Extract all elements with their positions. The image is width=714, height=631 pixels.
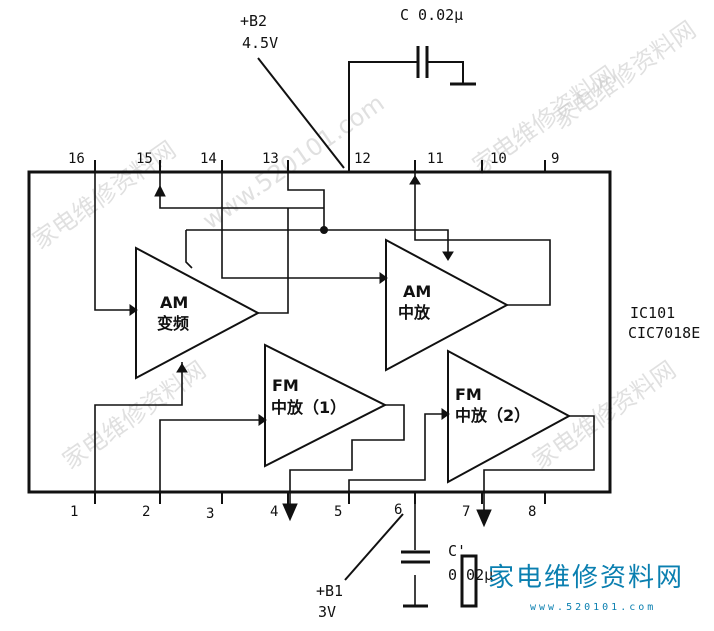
am-mixer-block	[135, 246, 261, 380]
fm-if1-block	[264, 343, 388, 468]
b1-label: +B1	[316, 582, 343, 600]
pin-label-9: 9	[551, 151, 559, 167]
pin-label-1: 1	[70, 504, 78, 520]
logo-mark-icon	[460, 554, 478, 608]
cap-top-label: C 0.02μ	[400, 6, 463, 24]
capacitor-c	[348, 46, 476, 160]
site-logo: 家电维修资料网 www.520101.com	[460, 554, 684, 613]
pin-label-10: 10	[490, 151, 507, 167]
fm-if1-line2: 中放（1）	[271, 398, 346, 417]
b2-lead	[257, 57, 345, 169]
logo-text: 家电维修资料网	[488, 563, 684, 593]
watermark-text: 家电维修资料网	[547, 16, 701, 135]
arrowheads	[129, 175, 492, 528]
ic-body	[27, 170, 612, 494]
b1-voltage: 3V	[318, 603, 336, 621]
top-pins	[94, 160, 546, 172]
am-if-line2: 中放	[398, 303, 431, 322]
pin-label-3: 3	[206, 506, 214, 522]
fm-if2-line2: 中放（2）	[455, 406, 530, 425]
ic-part: CIC7018E	[628, 324, 700, 342]
cap-bottom-value: 0.02μ	[448, 566, 493, 584]
pin-label-7: 7	[462, 504, 470, 520]
pin-label-2: 2	[142, 504, 150, 520]
ic-name: IC101	[630, 304, 675, 322]
am-mixer-line1: AM	[160, 293, 188, 312]
logo-url: www.520101.com	[530, 602, 656, 613]
pin-label-15: 15	[136, 151, 153, 167]
b2-label: +B2	[240, 12, 267, 30]
fm-if1-line1: FM	[272, 376, 299, 395]
pin-label-13: 13	[262, 151, 279, 167]
am-if-line1: AM	[403, 282, 431, 301]
junction-dot	[320, 226, 328, 234]
am-if-block	[385, 238, 510, 372]
b2-voltage: 4.5V	[242, 34, 278, 52]
am-mixer-line2: 变频	[157, 314, 189, 333]
watermark-text: 家电维修资料网	[57, 356, 211, 475]
fm-if2-line1: FM	[455, 385, 482, 404]
bottom-pins	[94, 492, 546, 504]
pin-label-6: 6	[394, 502, 402, 518]
pin-label-5: 5	[334, 504, 342, 520]
capacitor-c-prime	[401, 550, 430, 608]
pin-label-11: 11	[427, 151, 444, 167]
fm-if2-block	[447, 349, 572, 484]
wiring	[94, 172, 595, 606]
pin-label-4: 4	[270, 504, 278, 520]
b1-lead	[344, 513, 404, 581]
pin-label-16: 16	[68, 151, 85, 167]
pin-label-12: 12	[354, 151, 371, 167]
pin-label-14: 14	[200, 151, 217, 167]
pin-label-8: 8	[528, 504, 536, 520]
